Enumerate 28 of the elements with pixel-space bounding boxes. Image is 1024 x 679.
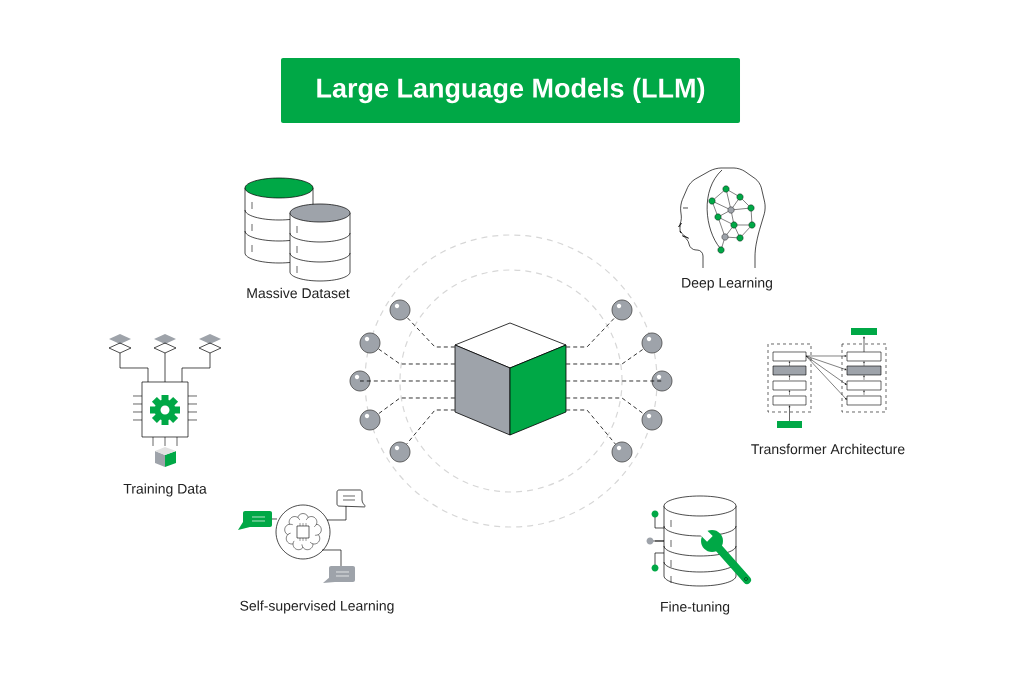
connector xyxy=(565,348,644,365)
title-banner: Large Language Models (LLM) xyxy=(281,58,740,123)
sphere xyxy=(641,332,663,354)
connector xyxy=(406,317,456,348)
connector xyxy=(406,409,456,445)
sphere xyxy=(641,409,663,431)
caption: Transformer Architecture xyxy=(751,443,905,455)
sphere xyxy=(651,370,673,392)
connector xyxy=(378,397,456,415)
sphere xyxy=(359,409,381,431)
caption: Fine-tuning xyxy=(661,601,730,615)
sphere xyxy=(359,332,381,354)
caption: Training Data xyxy=(123,483,207,497)
connector xyxy=(565,317,616,348)
sphere xyxy=(349,370,371,392)
caption: Massive Dataset xyxy=(247,287,350,299)
caption: Deep Learning xyxy=(682,277,772,291)
connector xyxy=(565,409,616,445)
cube-drawing xyxy=(454,322,567,436)
sphere xyxy=(611,441,633,463)
connector xyxy=(378,348,456,365)
connector xyxy=(565,380,663,382)
connector xyxy=(565,397,644,415)
sphere xyxy=(389,441,411,463)
connector xyxy=(359,380,456,382)
sphere xyxy=(611,299,633,321)
sphere xyxy=(389,299,411,321)
caption: Self-supervised Learning xyxy=(240,600,394,614)
